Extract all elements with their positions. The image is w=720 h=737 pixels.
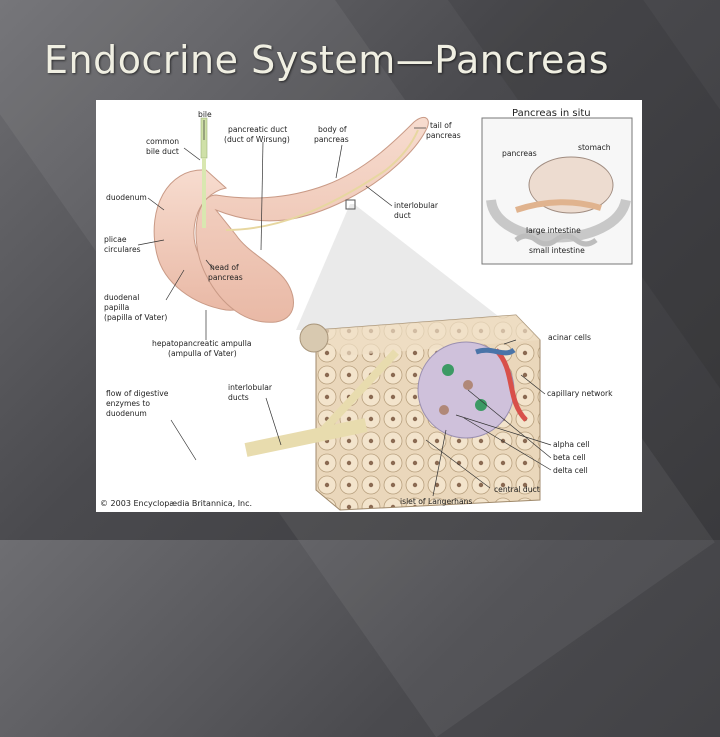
label-papilla-2: papilla <box>104 303 129 312</box>
acinus-cluster <box>299 323 329 353</box>
label-tail-2: pancreas <box>426 131 461 140</box>
leader-lines <box>137 120 552 497</box>
interlobular-duct-branch <box>313 349 399 441</box>
pancreatic-duct-line <box>225 129 419 231</box>
zoom-projection <box>296 204 516 330</box>
copyright-text: © 2003 Encyclopædia Britannica, Inc. <box>100 499 252 508</box>
inset-label-large-intestine: large intestine <box>526 226 581 235</box>
label-interlobular-ducts-1: interlobular <box>228 383 273 392</box>
label-body-1: body of <box>318 125 347 134</box>
label-flow-1: flow of digestive <box>106 389 169 398</box>
label-beta-cell: beta cell <box>553 453 586 462</box>
alpha-cell-shape <box>442 364 454 376</box>
inset-small-intestine <box>514 233 598 247</box>
label-pancreatic-duct-1: pancreatic duct <box>228 125 287 134</box>
label-alpha-cell: alpha cell <box>553 440 590 449</box>
pancreas-shape <box>195 117 429 323</box>
capillary-red <box>494 348 528 422</box>
label-plicae-1: plicae <box>104 235 127 244</box>
label-papilla-3: (papilla of Vater) <box>104 313 167 322</box>
label-duodenum: duodenum <box>106 193 147 202</box>
inset-label-pancreas: pancreas <box>502 149 537 158</box>
label-capillary-network: capillary network <box>547 389 613 398</box>
inset-stomach <box>528 156 614 214</box>
label-interlobular-duct-1: interlobular <box>394 201 439 210</box>
label-central-duct: central duct <box>494 485 540 494</box>
inset-title: Pancreas in situ <box>512 108 591 119</box>
alpha-cell-shape-2 <box>475 399 487 411</box>
inset-label-stomach: stomach <box>578 143 611 152</box>
slide-title: Endocrine System—Pancreas <box>44 38 610 82</box>
pancreas-figure: Pancreas in situ bi <box>96 100 642 512</box>
label-bile: bile <box>198 110 212 119</box>
inset-pancreas <box>515 199 602 213</box>
label-ampulla-2: (ampulla of Vater) <box>168 349 237 358</box>
label-interlobular-duct-2: duct <box>394 211 411 220</box>
label-delta-cell: delta cell <box>553 466 588 475</box>
label-flow-2: enzymes to <box>106 399 150 408</box>
label-head-1: head of <box>210 263 239 272</box>
label-islet: islet of Langerhans <box>400 497 472 506</box>
label-body-2: pancreas <box>314 135 349 144</box>
label-tail-1: tail of <box>430 121 452 130</box>
label-acinar-cells: acinar cells <box>548 333 591 342</box>
inset-label-small-intestine: small intestine <box>529 246 585 255</box>
label-interlobular-ducts-2: ducts <box>228 393 249 402</box>
label-common-bile-duct-2: bile duct <box>146 147 179 156</box>
label-papilla-1: duodenal <box>104 293 139 302</box>
zoom-marker <box>345 199 356 210</box>
interlobular-ducts-shape <box>244 418 368 457</box>
capillary-blue <box>475 347 516 356</box>
label-head-2: pancreas <box>208 273 243 282</box>
common-bile-duct-shape <box>202 158 206 228</box>
label-plicae-2: circulares <box>104 245 141 254</box>
label-common-bile-duct-1: common <box>146 137 179 146</box>
tissue-top-face <box>316 315 540 356</box>
pancreas-diagram: Pancreas in situ bi <box>100 108 633 511</box>
beta-cell-shape <box>463 380 473 390</box>
label-flow-3: duodenum <box>106 409 147 418</box>
label-pancreatic-duct-2: (duct of Wirsung) <box>224 135 290 144</box>
beta-cell-shape-2 <box>439 405 449 415</box>
label-ampulla-1: hepatopancreatic ampulla <box>152 339 252 348</box>
